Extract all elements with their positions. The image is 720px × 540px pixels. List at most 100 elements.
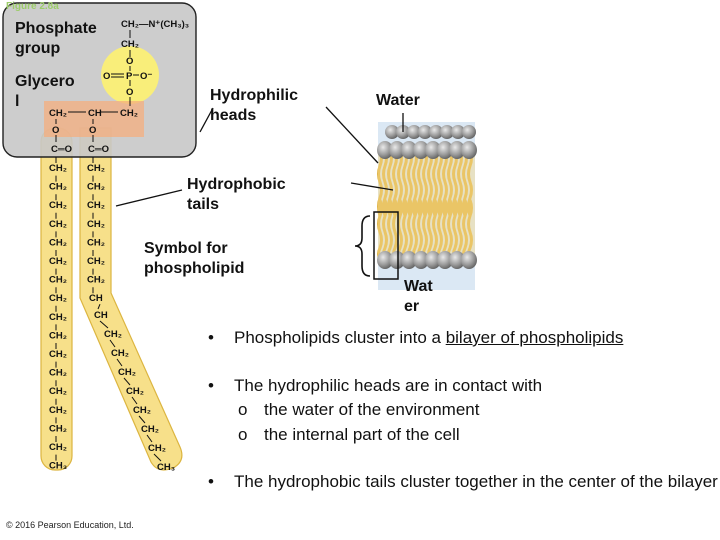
sub-bullet-1-text: the water of the environment [264, 400, 480, 419]
bilayer-tail [447, 199, 453, 261]
chain-end-text: CH₃ [157, 462, 175, 473]
chain-unit-text: CH₂ [87, 237, 105, 248]
bilayer-tail [457, 149, 463, 217]
bilayer-tail [412, 149, 418, 217]
bilayer-head [407, 125, 421, 139]
bilayer-tail [442, 149, 448, 217]
chain-unit-text: CH₂ [49, 293, 67, 304]
chain-unit-text: CH₂ [49, 349, 67, 360]
bond-line [109, 339, 116, 348]
chain-unit-text: CH₂ [49, 163, 67, 174]
phosphate-group-label: Phosphate group [15, 20, 97, 57]
choline-group-text: CH₂—N⁺(CH₃)₃ [121, 19, 189, 30]
bilayer-head [377, 251, 393, 269]
bilayer-tail [427, 149, 433, 217]
glycerol-ch2-left-text: CH₂ [49, 108, 67, 119]
chain-unit-text: CH₂ [49, 442, 67, 453]
bilayer-tail [437, 199, 443, 261]
chain-unit-text: CH₂ [87, 163, 105, 174]
sub-bullet-2-text: the internal part of the cell [264, 424, 460, 444]
carbonyl-right-text: C═O [88, 144, 109, 155]
bilayer-head [440, 125, 454, 139]
bullet-dot: • [208, 375, 214, 395]
bilayer-tail [422, 149, 428, 217]
chain-unit-text: CH₂ [148, 443, 166, 454]
phosphate-o-right-text: O⁻ [140, 71, 152, 82]
chain-unit-text: CH₂ [49, 275, 67, 286]
bilayer-tail [427, 199, 433, 261]
chain-unit-text: CH₂ [49, 200, 67, 211]
bilayer-tail [387, 149, 393, 217]
phosphate-p-text: P [126, 71, 133, 82]
carbonyl-left-text: C═O [51, 144, 72, 155]
bullet-item: • Phospholipids cluster into a bilayer o… [208, 326, 718, 351]
bilayer-head [449, 141, 465, 159]
glycerol-ch-text: CH [88, 108, 102, 119]
symbol-brace [354, 215, 371, 277]
chain-unit-text: CH₂ [104, 329, 122, 340]
bilayer-tail [422, 199, 428, 261]
symbol-for-phospholipid-label: Symbol for phospholipid [144, 240, 245, 277]
hydrophilic-leader-line [199, 107, 214, 133]
chain-unit-text: CH₂ [87, 200, 105, 211]
chain-unit-text: CH₂ [49, 182, 67, 193]
glycerol-ch2-right-text: CH₂ [120, 108, 138, 119]
bilayer-tail [452, 149, 458, 217]
bilayer-head [389, 251, 405, 269]
glycerol-band [44, 101, 144, 137]
bond-line [146, 434, 153, 443]
bullet-item: • The hydrophobic tails cluster together… [208, 470, 718, 495]
bilayer-head [413, 141, 429, 159]
bilayer-head [377, 141, 393, 159]
ester-o-right-text: O [89, 125, 96, 136]
water-bottom-label: Water [404, 278, 433, 315]
chain-unit-text: CH₂ [49, 405, 67, 416]
bilayer-head [425, 141, 441, 159]
chain-unit-text: CH₂ [49, 256, 67, 267]
chain-end-text: CH₃ [49, 461, 67, 472]
tail-leader-line [350, 182, 394, 191]
bilayer-head [437, 141, 453, 159]
bullet-item: • The hydrophilic heads are in contact w… [208, 374, 718, 399]
bond-line [116, 358, 123, 367]
sub-bullet-circle: o [238, 400, 248, 419]
chain-unit-text: CH₂ [49, 368, 67, 379]
hydrophobic-leader-line [115, 189, 183, 207]
phosphate-o-left-text: O [103, 71, 110, 82]
chain-unit-text: CH₂ [49, 237, 67, 248]
bilayer-head [429, 125, 443, 139]
bilayer-tail [432, 149, 438, 217]
chain-unit-text: CH₂ [49, 312, 67, 323]
bond-line [131, 396, 138, 405]
head-leader-line [325, 106, 379, 164]
bilayer-tail [447, 149, 453, 217]
phosphate-o-bottom-text: O [126, 87, 133, 98]
bond-line [138, 415, 146, 424]
chain-unit-text: CH₂ [49, 386, 67, 397]
bilayer-head [451, 125, 465, 139]
bilayer-head [385, 125, 399, 139]
chain-unit-text: CH₂ [111, 348, 129, 359]
bilayer-head [462, 125, 476, 139]
copyright-text: © 2016 Pearson Education, Ltd. [6, 520, 134, 530]
bilayer-tail [452, 199, 458, 261]
bilayer-link-text: bilayer of phospholipids [445, 328, 624, 347]
bond-line [123, 377, 131, 386]
bilayer-tail [397, 149, 403, 217]
bilayer-tail [462, 199, 468, 261]
bilayer-tail [417, 149, 423, 217]
chain-unit-text: CH₂ [126, 386, 144, 397]
hydrophilic-heads-label: Hydrophilic heads [210, 87, 299, 124]
bilayer-head [413, 251, 429, 269]
chain-ch-text: CH [89, 293, 103, 304]
ester-o-left-text: O [52, 125, 59, 136]
bond-line [99, 320, 109, 329]
chain-unit-text: CH₂ [49, 423, 67, 434]
chain-unit-text: CH₂ [49, 330, 67, 341]
hydrophobic-tails-label: Hydrophobic tails [187, 176, 286, 213]
bullet-dot: • [208, 328, 214, 347]
bilayer-head [418, 125, 432, 139]
bond-line [153, 453, 162, 462]
bullet-list: • Phospholipids cluster into a bilayer o… [208, 326, 718, 495]
